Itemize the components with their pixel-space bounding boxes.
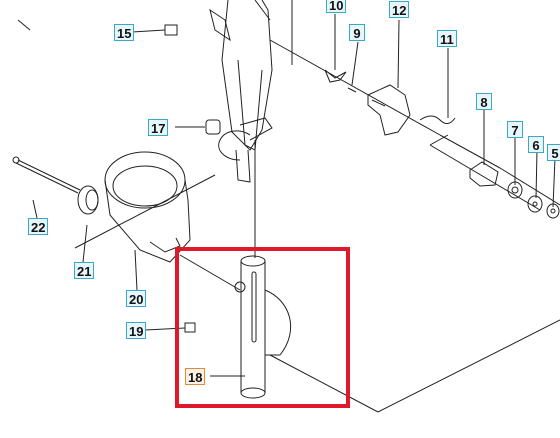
leader-line	[134, 249, 138, 291]
leader-line	[351, 41, 359, 86]
lever-part-10	[324, 69, 347, 83]
guide-line	[439, 134, 501, 169]
knob-part-21	[77, 185, 99, 215]
callout-10[interactable]: 10	[326, 0, 347, 13]
guide-line	[499, 167, 560, 206]
guide-line	[269, 39, 441, 136]
callout-5[interactable]: 5	[547, 144, 560, 161]
washer-part-5	[546, 203, 560, 219]
guide-line	[74, 174, 216, 249]
clip-part-15	[164, 24, 178, 36]
bracket-part-20	[104, 151, 191, 263]
callout-20[interactable]: 20	[126, 290, 147, 307]
trigger-part-12	[367, 84, 411, 136]
callout-19[interactable]: 19	[126, 322, 147, 339]
callout-17[interactable]: 17	[148, 119, 169, 136]
callout-8[interactable]: 8	[476, 93, 492, 110]
leader-line	[535, 149, 538, 199]
callout-18[interactable]: 18	[185, 368, 206, 385]
spacer-part-17	[205, 119, 221, 135]
handle-assembly	[209, 0, 273, 183]
guide-line	[17, 19, 31, 31]
screw-part-9	[347, 87, 357, 93]
bolt-part-22	[12, 156, 81, 194]
callout-11[interactable]: 11	[437, 30, 457, 47]
leader-line	[82, 224, 88, 263]
washer-part-19	[184, 322, 196, 333]
guide-line	[429, 144, 541, 211]
callout-6[interactable]: 6	[528, 136, 544, 153]
callout-15[interactable]: 15	[114, 24, 135, 41]
washer-part-6	[527, 195, 543, 213]
leader-line	[32, 199, 38, 219]
guide-line	[269, 354, 379, 413]
guide-line	[429, 134, 449, 146]
leader-line	[131, 29, 166, 33]
callout-12[interactable]: 12	[389, 1, 410, 18]
spring-part-11	[419, 115, 456, 124]
shaft-part-18	[234, 255, 292, 399]
callout-9[interactable]: 9	[349, 24, 365, 41]
leader-line	[552, 157, 556, 208]
callout-21[interactable]: 21	[74, 262, 95, 279]
guide-line	[377, 319, 560, 413]
guide-line	[179, 254, 241, 291]
knob-part-8	[469, 161, 499, 187]
callout-7[interactable]: 7	[507, 121, 523, 138]
leader-line	[397, 19, 400, 89]
nut-part-7	[507, 181, 523, 199]
callout-22[interactable]: 22	[28, 218, 49, 235]
leader-line	[144, 327, 186, 331]
